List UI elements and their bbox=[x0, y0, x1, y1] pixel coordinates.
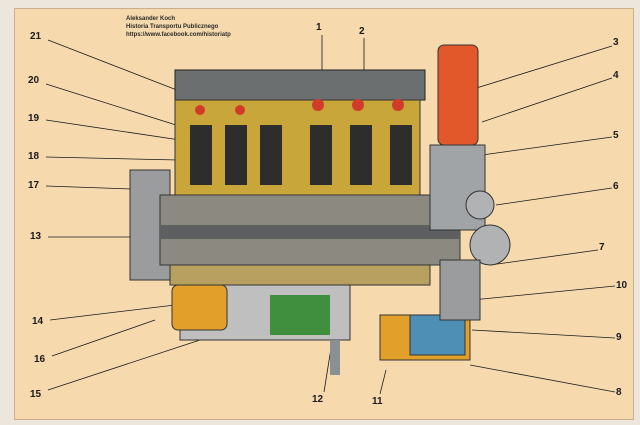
leader-line-21 bbox=[47, 39, 183, 93]
leader-line-9 bbox=[471, 329, 616, 339]
label-5: 5 bbox=[613, 130, 619, 141]
label-15: 15 bbox=[30, 389, 42, 400]
credit-url[interactable]: https://www.facebook.com/historiatp bbox=[126, 32, 231, 38]
credit-block: Aleksander Koch Historia Transportu Publ… bbox=[126, 15, 231, 39]
label-20: 20 bbox=[28, 75, 40, 86]
label-7: 7 bbox=[599, 242, 605, 253]
label-13: 13 bbox=[30, 231, 42, 242]
leader-line-15 bbox=[47, 339, 201, 391]
label-8: 8 bbox=[616, 387, 622, 398]
oil-dipstick bbox=[330, 340, 340, 375]
pistons bbox=[190, 125, 412, 185]
valve-cover bbox=[174, 69, 426, 101]
pulley-upper bbox=[465, 190, 495, 220]
label-14: 14 bbox=[32, 316, 44, 327]
pulley-lower bbox=[469, 224, 511, 266]
injection-pump bbox=[437, 44, 479, 146]
label-6: 6 bbox=[613, 181, 619, 192]
front-cover bbox=[439, 259, 481, 321]
crankshaft bbox=[160, 225, 460, 239]
oil-sump bbox=[270, 295, 330, 335]
leader-line-3 bbox=[469, 45, 613, 91]
label-1: 1 bbox=[316, 22, 322, 33]
label-3: 3 bbox=[613, 37, 619, 48]
cylinder-block bbox=[174, 99, 421, 196]
label-9: 9 bbox=[616, 332, 622, 343]
leader-line-11 bbox=[379, 369, 387, 395]
label-18: 18 bbox=[28, 151, 40, 162]
leader-line-4 bbox=[481, 77, 613, 123]
leader-line-7 bbox=[489, 249, 599, 266]
label-4: 4 bbox=[613, 70, 619, 81]
label-17: 17 bbox=[28, 180, 40, 191]
label-11: 11 bbox=[372, 396, 383, 407]
leader-line-14 bbox=[49, 304, 176, 321]
credit-project: Historia Transportu Publicznego bbox=[126, 24, 219, 30]
credit-author: Aleksander Koch bbox=[126, 16, 176, 22]
oil-filter bbox=[171, 284, 228, 331]
valves bbox=[195, 99, 404, 115]
leader-line-5 bbox=[481, 136, 613, 156]
label-19: 19 bbox=[28, 113, 40, 124]
leader-line-6 bbox=[495, 187, 613, 206]
leader-line-8 bbox=[469, 364, 616, 393]
label-21: 21 bbox=[30, 31, 42, 42]
label-12: 12 bbox=[312, 394, 324, 405]
leader-line-19 bbox=[45, 119, 181, 141]
lower-block bbox=[169, 264, 431, 286]
leader-line-18 bbox=[45, 156, 179, 161]
leader-line-20 bbox=[45, 83, 177, 126]
label-10: 10 bbox=[616, 280, 628, 291]
compressor-head bbox=[409, 314, 466, 356]
label-2: 2 bbox=[359, 26, 365, 37]
label-16: 16 bbox=[34, 354, 46, 365]
leader-line-16 bbox=[51, 319, 156, 357]
leader-line-10 bbox=[471, 285, 616, 301]
